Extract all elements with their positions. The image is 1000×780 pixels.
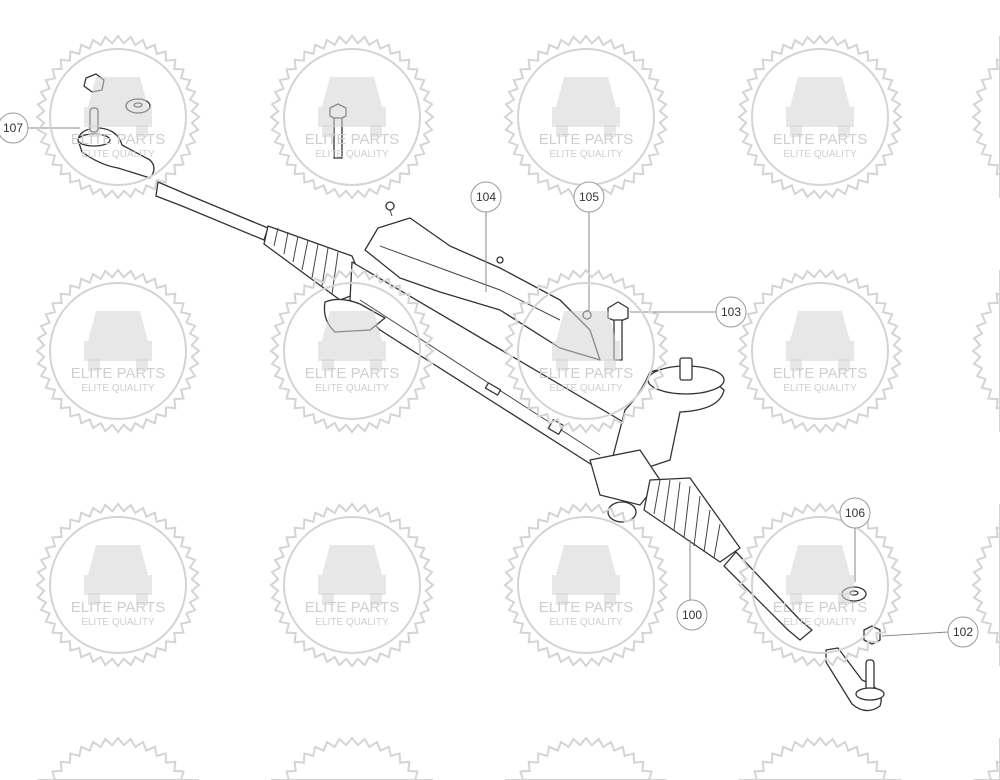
callout-103[interactable]: 103: [715, 296, 747, 328]
callout-107[interactable]: 107: [0, 112, 29, 144]
callout-104-label: 104: [476, 190, 496, 204]
callout-105-label: 105: [579, 190, 599, 204]
right-washer: [841, 586, 867, 602]
parts-drawing: [77, 73, 885, 712]
watermark-text: ELITE PARTS: [305, 599, 399, 616]
center-bolt: [329, 103, 347, 159]
car-icon: [84, 311, 152, 371]
left-washer: [125, 98, 151, 114]
callout-102-label: 102: [953, 625, 973, 639]
watermark-text: ELITE PARTS: [539, 131, 633, 148]
shield-bolt: [582, 310, 592, 320]
right-inner-rod: [723, 551, 813, 641]
watermark-text: ELITE PARTS: [773, 365, 867, 382]
watermark-seal: [271, 736, 433, 780]
callout-100[interactable]: 100: [676, 599, 708, 631]
watermark-subtext: ELITE QUALITY: [549, 617, 623, 628]
left-tie-rod-end: [77, 107, 155, 179]
watermark-subtext: ELITE QUALITY: [315, 383, 389, 394]
car-icon: [552, 545, 620, 605]
left-inner-rod: [155, 181, 269, 241]
mounting-bolt: [607, 301, 629, 361]
watermark-text: ELITE PARTS: [539, 365, 633, 382]
shield-bolt: [496, 256, 504, 264]
callout-104[interactable]: 104: [470, 181, 502, 213]
watermark-subtext: ELITE QUALITY: [783, 149, 857, 160]
shield-bolt: [385, 201, 395, 217]
watermark-text: ELITE PARTS: [305, 365, 399, 382]
car-icon: [318, 77, 386, 137]
watermark-text: ELITE PARTS: [71, 599, 165, 616]
watermark-seal: [971, 36, 1000, 198]
right-nut: [863, 625, 881, 645]
watermark-seal: [971, 270, 1000, 432]
watermark-text: ELITE PARTS: [305, 131, 399, 148]
car-icon: [318, 545, 386, 605]
right-bellows-boot: [643, 477, 741, 563]
callout-107-label: 107: [3, 121, 23, 135]
watermark-text: ELITE PARTS: [773, 131, 867, 148]
watermark-text: ELITE PARTS: [71, 365, 165, 382]
callout-100-label: 100: [682, 608, 702, 622]
watermark-subtext: ELITE QUALITY: [783, 383, 857, 394]
watermark-seal: [973, 738, 1000, 780]
watermark-seal: [971, 504, 1000, 666]
callout-106-label: 106: [845, 506, 865, 520]
watermark-subtext: ELITE QUALITY: [81, 383, 155, 394]
watermark-subtext: ELITE QUALITY: [315, 617, 389, 628]
callout-106[interactable]: 106: [839, 497, 871, 529]
car-icon: [786, 311, 854, 371]
car-icon: [84, 545, 152, 605]
watermark-subtext: ELITE QUALITY: [549, 149, 623, 160]
watermark-seal: [739, 736, 901, 780]
callout-labels: 107 104 105 103 106 100 102: [0, 112, 979, 648]
left-nut: [83, 73, 105, 93]
watermark-seal: [505, 736, 667, 780]
callout-103-label: 103: [721, 305, 741, 319]
watermark-subtext: ELITE QUALITY: [315, 149, 389, 160]
callout-105[interactable]: 105: [573, 181, 605, 213]
watermark-seal: [37, 736, 199, 780]
car-icon: [786, 77, 854, 137]
car-icon: [552, 77, 620, 137]
callout-102[interactable]: 102: [947, 616, 979, 648]
watermark-text: ELITE PARTS: [539, 599, 633, 616]
watermark-subtext: ELITE QUALITY: [81, 617, 155, 628]
right-tie-rod-end: [825, 647, 885, 712]
